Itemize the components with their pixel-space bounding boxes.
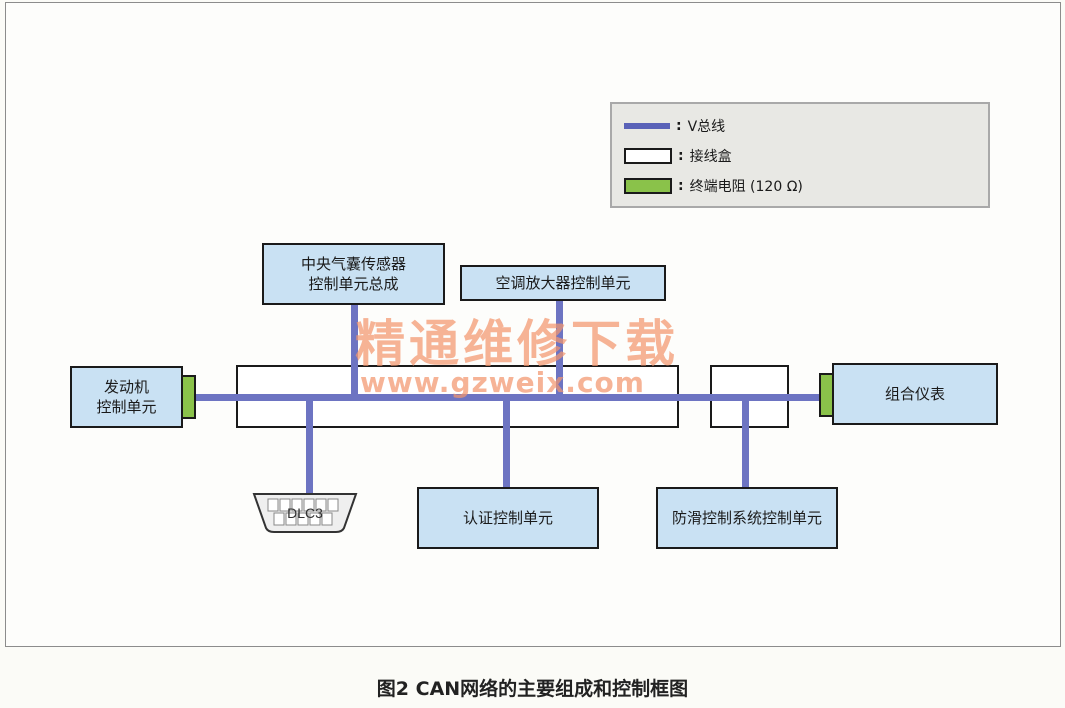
dlc3-label: DLC3	[287, 505, 323, 521]
airbag-sensor-unit: 中央气囊传感器 控制单元总成	[262, 243, 445, 305]
bus-drop-aircon	[556, 298, 563, 397]
aircon-amplifier-unit: 空调放大器控制单元	[460, 265, 666, 301]
figure-caption: 图2 CAN网络的主要组成和控制框图	[376, 678, 689, 700]
legend-terminator-label: 终端电阻 (120 Ω)	[689, 179, 803, 195]
terminator-engine	[181, 375, 196, 419]
legend-junction-box-label: 接线盒	[689, 149, 732, 165]
legend-junction-box: : 接线盒	[624, 144, 732, 168]
bus-drop-auth	[503, 398, 510, 489]
terminator-meter	[819, 373, 834, 417]
bus-line-swatch	[624, 123, 670, 129]
junction-box-swatch	[624, 148, 672, 164]
watermark-title: 精通维修下载	[355, 315, 679, 373]
abs-control-unit: 防滑控制系统控制单元	[656, 487, 838, 549]
legend: : V总线 : 接线盒 : 终端电阻 (120 Ω)	[610, 102, 990, 208]
legend-bus: : V总线	[624, 114, 725, 138]
watermark-url: www.gzweix.com	[360, 366, 645, 399]
combination-meter: 组合仪表	[832, 363, 998, 425]
bus-main-line	[195, 394, 822, 401]
bus-drop-airbag	[351, 302, 358, 397]
bus-drop-abs	[742, 398, 749, 489]
dlc3-connector-icon: DLC3	[252, 493, 358, 533]
legend-terminator: : 终端电阻 (120 Ω)	[624, 174, 803, 198]
bus-drop-dlc3	[306, 398, 313, 494]
legend-bus-label: V总线	[687, 119, 726, 135]
authentication-unit: 认证控制单元	[417, 487, 599, 549]
terminator-swatch	[624, 178, 672, 194]
engine-control-unit: 发动机 控制单元	[70, 366, 183, 428]
